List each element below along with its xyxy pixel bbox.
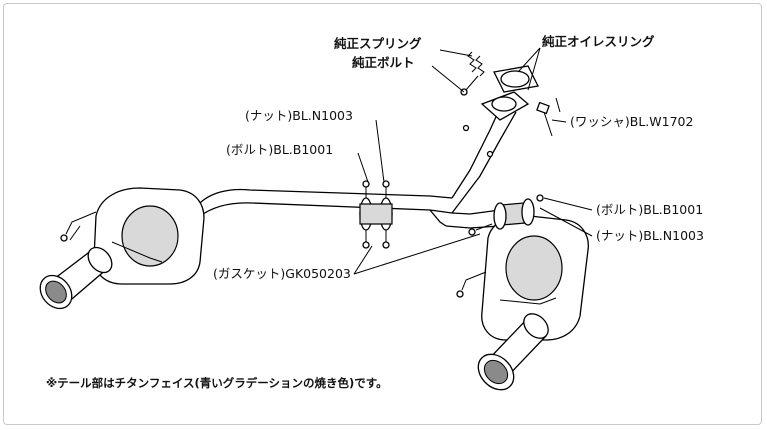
label-stock-oil-ring: 純正オイレスリング (542, 34, 655, 49)
label-nut-top: (ナット)BL.N1003 (245, 108, 353, 123)
right-tail-pipe (477, 313, 549, 391)
label-washer: (ワッシャ)BL.W1702 (570, 114, 693, 129)
front-flange (460, 51, 561, 158)
label-bolt-right: (ボルト)BL.B1001 (596, 202, 703, 217)
diagram-frame (3, 3, 762, 425)
label-nut-right: (ナット)BL.N1003 (596, 228, 704, 243)
main-pipe (197, 107, 517, 229)
left-muffler (60, 187, 205, 285)
label-bolt-top: (ボルト)BL.B1001 (226, 142, 333, 157)
label-gasket: (ガスケット)GK050203 (213, 266, 351, 281)
label-stock-bolt: 純正ボルト (352, 55, 415, 70)
mid-joint-gasket (359, 180, 393, 249)
right-muffler (456, 215, 589, 341)
footnote: ※テール部はチタンフェイス(青いグラデーションの焼き色)です。 (46, 376, 388, 390)
leader-lines (353, 47, 593, 275)
label-stock-spring: 純正スプリング (334, 36, 422, 51)
left-tail-pipe (39, 246, 113, 310)
right-joint-gasket (468, 194, 544, 236)
